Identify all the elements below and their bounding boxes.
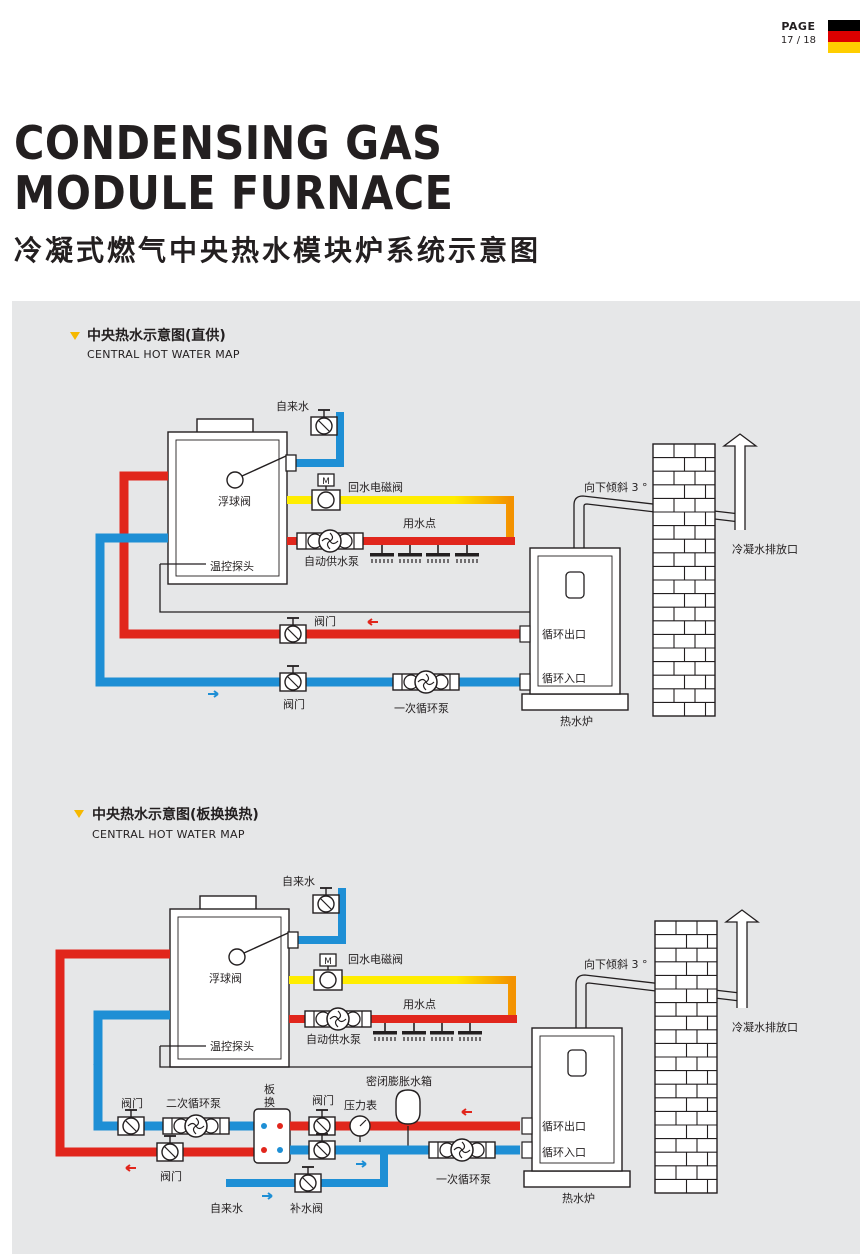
page-label: PAGE <box>781 20 816 33</box>
temp-probe-label-2: 温控探头 <box>210 1039 254 1053</box>
chimney-2 <box>654 920 718 1194</box>
outlet-label-2: 循环出口 <box>542 1119 586 1133</box>
primary-pump-label: 一次循环泵 <box>394 701 449 715</box>
chimney <box>652 443 716 717</box>
valve-top-label: 阀门 <box>314 614 336 628</box>
page-number: 17 / 18 <box>780 35 816 46</box>
tap-water-label: 自来水 <box>276 400 309 413</box>
float-valve-label: 浮球阀 <box>218 494 251 508</box>
outlet-label: 循环出口 <box>542 627 586 641</box>
inlet-label: 循环入口 <box>542 672 586 685</box>
plate-exchanger-label-2: 换 <box>264 1095 275 1109</box>
drain-label: 冷凝水排放口 <box>732 542 798 556</box>
pressure-gauge-label: 压力表 <box>344 1098 377 1112</box>
slope-label: 向下倾斜 3 ° <box>584 480 648 494</box>
primary-pump-label-2: 一次循环泵 <box>436 1172 491 1186</box>
diagram2-subtitle: CENTRAL HOT WATER MAP <box>92 828 245 841</box>
valve-mid-label: 阀门 <box>312 1093 334 1107</box>
float-ball-icon <box>226 471 244 489</box>
plate-heat-exchanger <box>253 1108 291 1164</box>
valve-top-label-2: 阀门 <box>121 1096 143 1110</box>
usage-point-label-2: 用水点 <box>403 998 436 1011</box>
usage-point-label: 用水点 <box>403 517 436 530</box>
drain-label-2: 冷凝水排放口 <box>732 1020 798 1034</box>
slope-label-2: 向下倾斜 3 ° <box>584 957 648 971</box>
tap-water-bottom-label: 自来水 <box>210 1202 243 1215</box>
inlet-label-2: 循环入口 <box>542 1146 586 1159</box>
tap-water-label-2: 自来水 <box>282 875 315 888</box>
diagram-1: 中央热水示意图(直供) CENTRAL HOT WATER MAP 浮球阀 温控… <box>70 327 798 728</box>
makeup-valve-label: 补水阀 <box>290 1201 323 1215</box>
motor-label-2: M <box>324 957 332 967</box>
temp-probe-label: 温控探头 <box>210 559 254 573</box>
water-tank <box>167 431 288 585</box>
german-flag-icon <box>828 20 860 53</box>
valve-bottom-label: 阀门 <box>283 697 305 711</box>
supply-pump-label-2: 自动供水泵 <box>306 1032 361 1046</box>
float-valve-label-2: 浮球阀 <box>209 971 242 985</box>
secondary-pump-label: 二次循环泵 <box>166 1096 221 1110</box>
expansion-tank-icon <box>395 1089 421 1125</box>
solenoid-label-2: 回水电磁阀 <box>348 952 403 966</box>
supply-pump-label: 自动供水泵 <box>304 554 359 568</box>
motor-label: M <box>322 477 330 487</box>
boiler-label: 热水炉 <box>560 715 593 728</box>
float-ball-icon <box>228 948 246 966</box>
diagram1-subtitle: CENTRAL HOT WATER MAP <box>87 348 240 361</box>
title-line-1: CONDENSING GAS <box>14 116 443 170</box>
diagram1-title: 中央热水示意图(直供) <box>87 327 226 344</box>
title-line-2: MODULE FURNACE <box>14 166 454 220</box>
plate-exchanger-label-1: 板 <box>264 1082 275 1096</box>
title-chinese: 冷凝式燃气中央热水模块炉系统示意图 <box>14 234 542 267</box>
boiler-label-2: 热水炉 <box>562 1192 595 1205</box>
diagram-2: 中央热水示意图(板换换热) CENTRAL HOT WATER MAP 浮球阀 … <box>55 806 798 1215</box>
diagram-panel <box>12 301 860 1254</box>
section-marker-icon <box>70 332 80 340</box>
page-indicator: PAGE 17 / 18 <box>781 20 816 46</box>
diagram2-title: 中央热水示意图(板换换热) <box>92 806 259 823</box>
valve-bottom-label-2: 阀门 <box>160 1169 182 1183</box>
expansion-tank-label: 密闭膨胀水箱 <box>366 1074 432 1088</box>
boiler-2 <box>531 1027 623 1172</box>
solenoid-label: 回水电磁阀 <box>348 480 403 494</box>
section-marker-icon <box>74 810 84 818</box>
